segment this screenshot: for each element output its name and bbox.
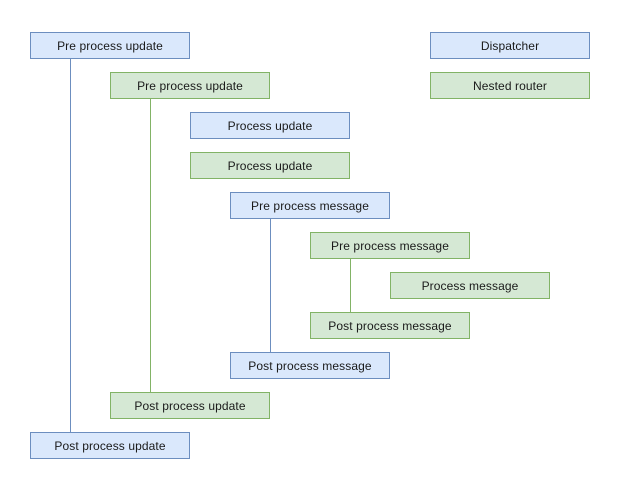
process-node-label: Pre process message — [331, 238, 449, 253]
legend-item-router-1[interactable]: Nested router — [430, 72, 590, 99]
process-node-label: Post process message — [328, 318, 452, 333]
legend-item-label: Dispatcher — [480, 38, 540, 53]
process-node-label: Post process update — [134, 398, 246, 413]
connector-pre-post-process-update-dispatcher — [70, 59, 71, 432]
process-node-label: Post process update — [54, 438, 166, 453]
process-node-router-6[interactable]: Process message — [390, 272, 550, 299]
process-node-label: Pre process update — [57, 38, 163, 53]
process-node-dispatcher-10[interactable]: Post process update — [30, 432, 190, 459]
process-node-label: Process update — [227, 118, 313, 133]
process-node-router-7[interactable]: Post process message — [310, 312, 470, 339]
connector-pre-post-process-message-dispatcher — [270, 219, 271, 352]
process-node-label: Pre process message — [251, 198, 369, 213]
legend-item-label: Nested router — [472, 78, 547, 93]
process-node-router-9[interactable]: Post process update — [110, 392, 270, 419]
process-node-router-3[interactable]: Process update — [190, 152, 350, 179]
process-node-dispatcher-2[interactable]: Process update — [190, 112, 350, 139]
process-node-router-1[interactable]: Pre process update — [110, 72, 270, 99]
process-node-dispatcher-8[interactable]: Post process message — [230, 352, 390, 379]
process-node-dispatcher-4[interactable]: Pre process message — [230, 192, 390, 219]
process-node-dispatcher-0[interactable]: Pre process update — [30, 32, 190, 59]
connector-pre-post-process-update-router — [150, 99, 151, 392]
process-node-label: Process update — [227, 158, 313, 173]
legend-item-dispatcher-0[interactable]: Dispatcher — [430, 32, 590, 59]
process-node-label: Post process message — [248, 358, 372, 373]
process-node-router-5[interactable]: Pre process message — [310, 232, 470, 259]
process-node-label: Pre process update — [137, 78, 243, 93]
connector-pre-post-process-message-router — [350, 259, 351, 312]
process-node-label: Process message — [421, 278, 519, 293]
